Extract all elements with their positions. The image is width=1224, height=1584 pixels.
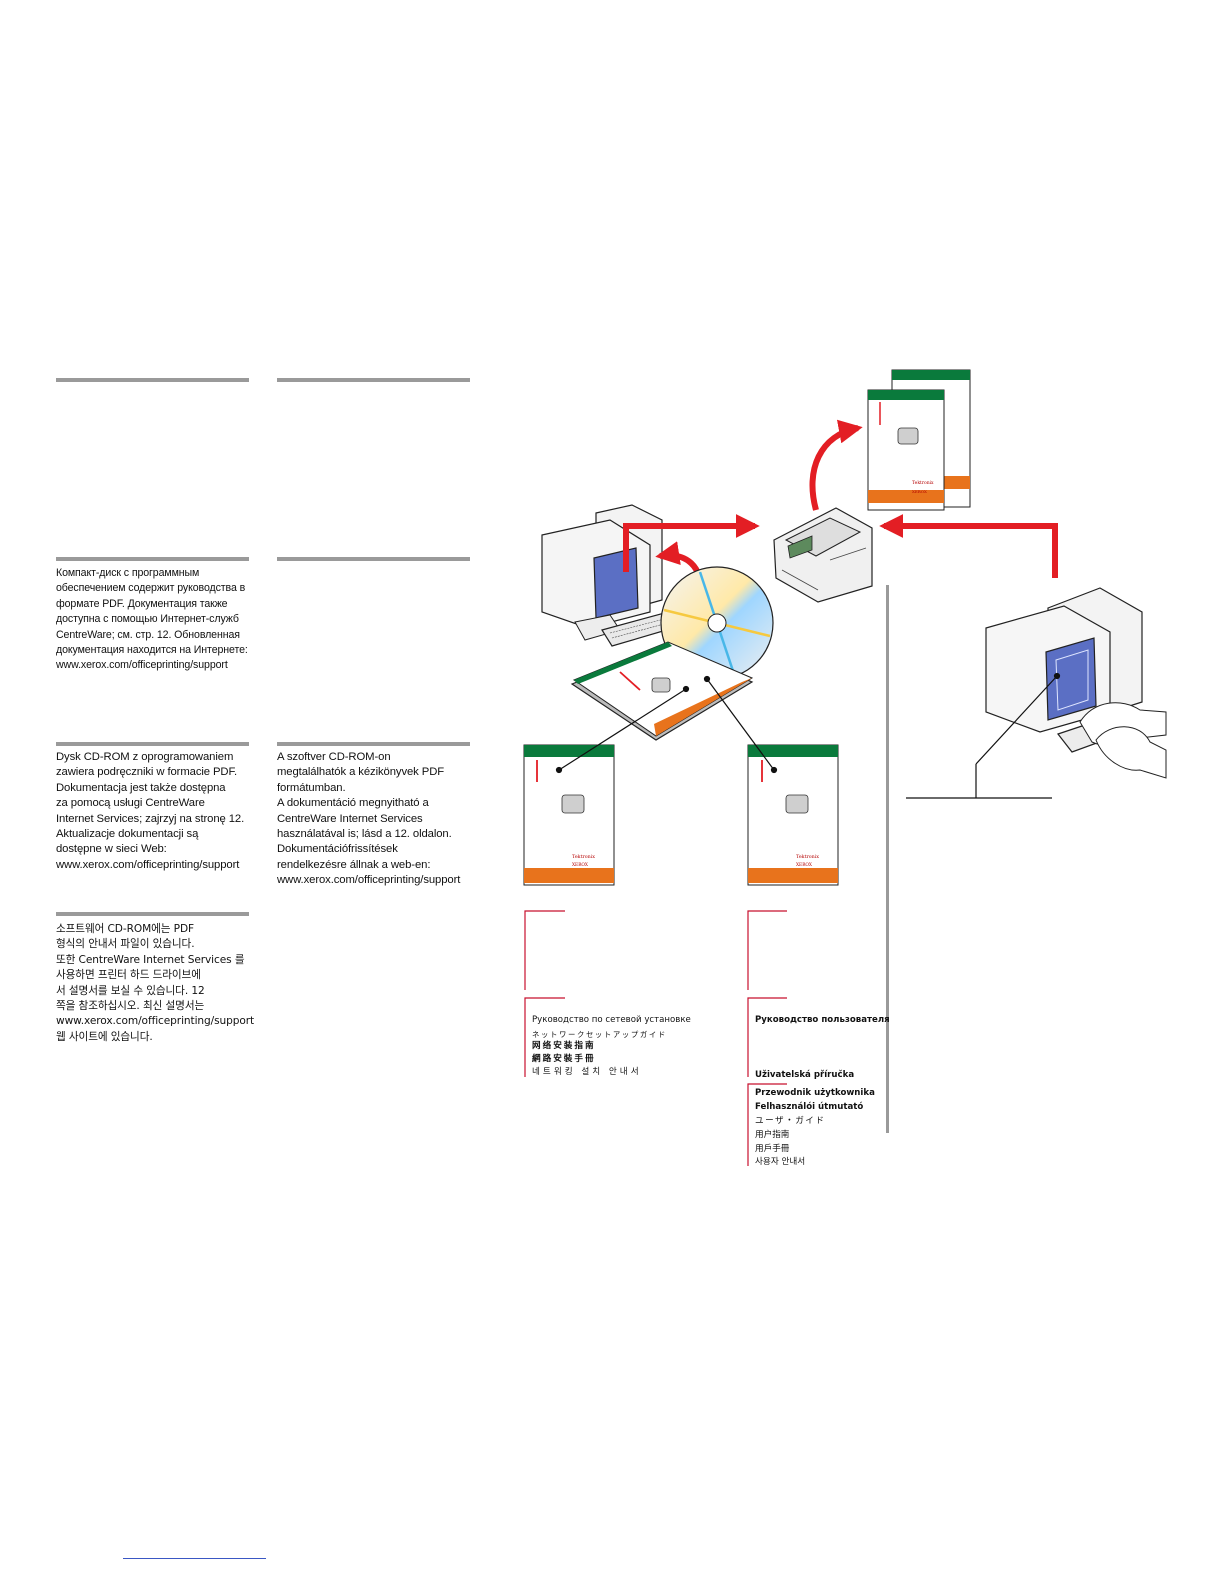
label-brackets	[524, 910, 787, 1166]
manual-icon: Tektronix XEROX	[867, 369, 971, 511]
russian-paragraph: Компакт-диск с программным обеспечением …	[56, 567, 248, 672]
manual-icon: Tektronix XEROX	[747, 744, 839, 886]
user-guide-label-cs: Uživatelská příručka	[755, 1070, 855, 1080]
footer-line	[123, 1558, 266, 1559]
section-rule	[56, 742, 249, 746]
user-guide-label-zh-cn: 用户指南	[755, 1130, 790, 1140]
cover-logo-text: XEROX	[796, 863, 813, 868]
section-rule	[56, 557, 249, 561]
user-guide-label-pl: Przewodnik użytkownika	[755, 1088, 875, 1098]
arrow-icon	[879, 514, 1058, 578]
user-guide-label-ja: ユーザ・ガイド	[755, 1116, 826, 1126]
polish-paragraph: Dysk CD-ROM z oprogramowaniem zawiera po…	[56, 751, 245, 871]
korean-paragraph: 소프트웨어 CD-ROM에는 PDF 형식의 안내서 파일이 있습니다. 또한 …	[56, 923, 255, 1043]
network-guide-label-ja: ネットワークセットアップガイド	[532, 1030, 667, 1039]
user-guide-label-ko: 사용자 안내서	[755, 1157, 806, 1167]
section-rule	[277, 557, 470, 561]
arrow-icon	[809, 419, 863, 511]
network-line	[906, 672, 1061, 799]
cover-brand-text: Tektronix	[912, 480, 934, 486]
hungarian-paragraph: A szoftver CD-ROM-on megtalálhatók a kéz…	[277, 751, 461, 887]
section-rule	[56, 378, 249, 382]
cover-logo-text: XEROX	[572, 863, 589, 868]
manual-icon: Tektronix XEROX	[523, 744, 615, 886]
user-guide-label-hu: Felhasználói útmutató	[755, 1102, 864, 1112]
section-rule	[277, 378, 470, 382]
divider	[886, 585, 889, 1133]
user-guide-label-zh-tw: 用戶手冊	[755, 1144, 790, 1154]
cover-brand-text: Tektronix	[796, 854, 819, 860]
network-guide-label-ru: Руководство по сетевой установке	[532, 1015, 691, 1025]
workstation-icon	[985, 587, 1167, 779]
section-rule	[56, 912, 249, 916]
printer-icon	[773, 507, 873, 603]
user-guide-label-ru: Руководство пользователя	[755, 1015, 890, 1025]
callout-lines	[555, 675, 778, 774]
network-guide-label-zh-tw: 網路安裝手冊	[532, 1054, 596, 1064]
cover-logo-text: XEROX	[912, 489, 927, 494]
network-guide-label-zh-cn: 网络安装指南	[532, 1041, 596, 1051]
cover-brand-text: Tektronix	[572, 854, 595, 860]
network-guide-label-ko: 네트워킹 설치 안내서	[532, 1067, 642, 1077]
section-rule	[277, 742, 470, 746]
manual-icon	[570, 641, 754, 741]
arrow-icon	[623, 514, 760, 572]
